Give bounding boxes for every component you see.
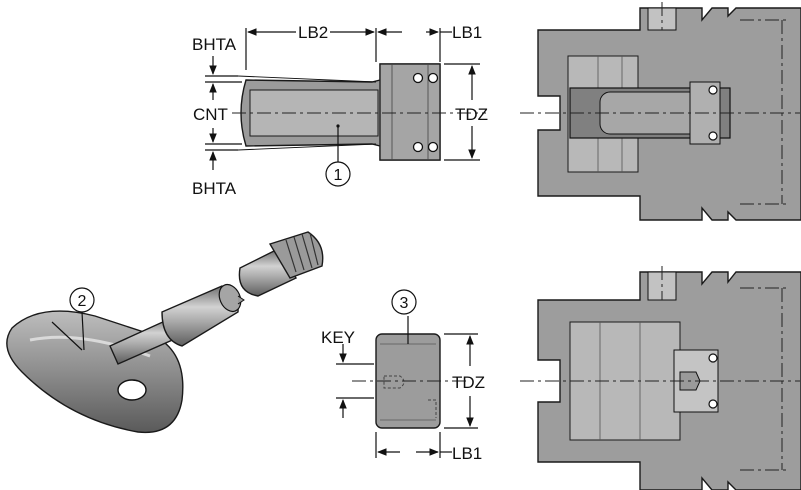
ball-lower-right <box>427 141 439 153</box>
callout-1: 1 <box>334 167 343 184</box>
callout-2: 2 <box>78 293 87 310</box>
collet-section: 1 BHTA LB2 LB1 CNT TDZ BHTA <box>192 23 488 198</box>
label-tdz-top: TDZ <box>455 105 488 124</box>
holder-section-top <box>520 2 801 221</box>
callout-3: 3 <box>400 295 409 312</box>
holder-section-bottom <box>520 266 801 490</box>
ball-upper-right <box>427 72 439 84</box>
label-lb2: LB2 <box>298 23 328 42</box>
ball-upper-left <box>412 72 424 84</box>
ball-lower-left <box>412 141 424 153</box>
key-part: 3 KEY TDZ LB1 <box>321 289 485 463</box>
label-cnt: CNT <box>193 105 228 124</box>
label-bhta-top: BHTA <box>192 35 237 54</box>
t-handle-wrench: 2 <box>6 231 324 434</box>
label-bhta-bottom: BHTA <box>192 179 237 198</box>
label-tdz-bottom: TDZ <box>452 373 485 392</box>
label-lb1-bottom: LB1 <box>452 444 482 463</box>
label-key: KEY <box>321 328 355 347</box>
label-lb1-top: LB1 <box>452 23 482 42</box>
